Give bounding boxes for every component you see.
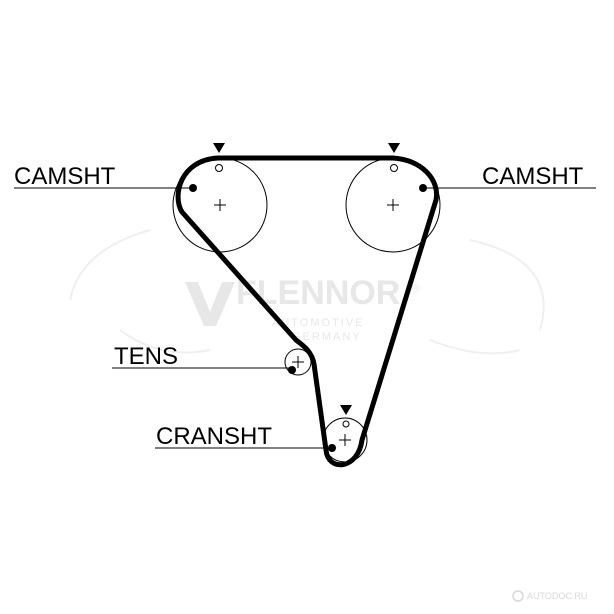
crankshaft-center-icon	[339, 434, 351, 446]
flennor-logo-icon	[185, 282, 235, 326]
corner-watermark: AUTODOC.RU	[512, 590, 587, 602]
camshaft-left-label: CAMSHT	[14, 163, 116, 190]
crank-timing-arrow-icon	[340, 405, 352, 415]
watermark-line1: AUTOMOTIVE	[272, 317, 365, 329]
watermark-background	[69, 229, 545, 355]
watermark-curve	[69, 229, 151, 301]
timing-marks	[213, 143, 400, 415]
tensioner-label: TENS	[114, 343, 178, 370]
left-camshaft-center-icon	[214, 199, 226, 211]
left-timing-arrow-icon	[213, 143, 225, 153]
timing-belt	[175, 155, 440, 468]
crankshaft-label: CRANSHT	[156, 423, 272, 450]
watermark-curve	[429, 339, 521, 355]
watermark-curve	[469, 239, 545, 331]
labels: CAMSHT CAMSHT TENS CRANSHT	[14, 163, 584, 450]
crank-timing-ring-icon	[342, 420, 350, 428]
leader-lines	[14, 187, 596, 449]
timing-mark-rings	[215, 164, 398, 428]
right-camshaft-center-icon	[387, 199, 399, 211]
right-timing-arrow-icon	[388, 143, 400, 153]
pulley-centers	[214, 199, 399, 446]
watermark-line2: GERMANY	[292, 331, 362, 343]
left-timing-ring-icon	[215, 164, 223, 172]
watermark-curve	[119, 329, 211, 354]
tensioner-pulley	[284, 348, 312, 376]
right-timing-ring-icon	[390, 164, 398, 172]
watermark-registered: ®	[412, 283, 420, 295]
tensioner-center-icon	[292, 356, 304, 368]
autodoc-logo-icon	[512, 590, 524, 602]
watermark-brand: FLENNOR	[236, 274, 400, 312]
watermark-logo: FLENNOR ® AUTOMOTIVE GERMANY	[185, 274, 420, 343]
camshaft-right-label: CAMSHT	[482, 163, 584, 190]
corner-watermark-text: AUTODOC.RU	[527, 591, 587, 601]
tensioner-dot-icon	[288, 366, 296, 374]
